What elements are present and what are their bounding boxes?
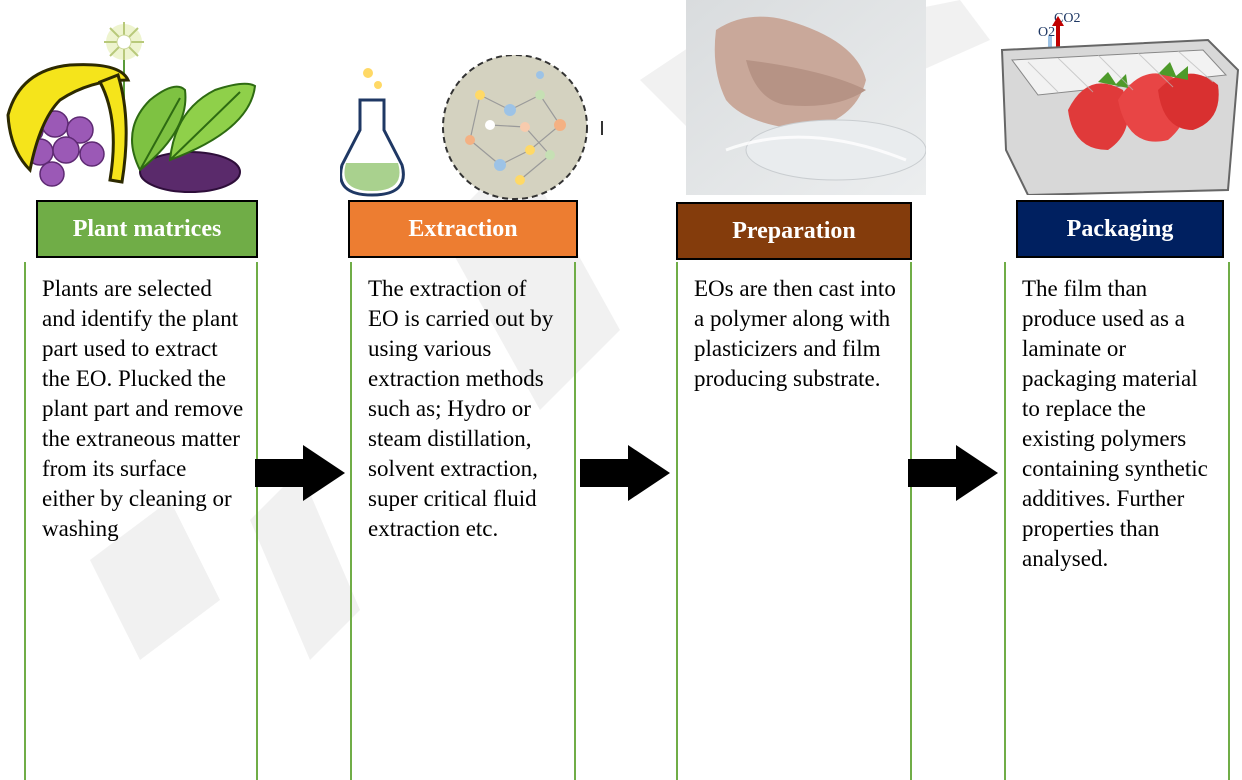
flask-icon [340,68,405,197]
step-text: The film than produce used as a laminate… [1022,276,1208,571]
step-text: The extraction of EO is carried out by u… [368,276,554,541]
step-description-extraction: The extraction of EO is carried out by u… [350,262,576,780]
step-header-plant-matrices: Plant matrices [36,200,258,258]
step-text: Plants are selected and identify the pla… [42,276,244,541]
step-title: Plant matrices [72,215,222,242]
molecule-dots [465,71,566,185]
plant-matrices-illustration [6,22,257,193]
step-title: Extraction [408,215,518,242]
step-description-plant-matrices: Plants are selected and identify the pla… [24,262,258,780]
flower-icon [104,22,144,110]
right-arrow-icon [255,445,345,501]
strawberry-icon [1068,62,1219,150]
leaf-icon [131,82,257,172]
right-arrow-icon [580,445,670,501]
right-arrow-icon [908,445,998,501]
step-title: Preparation [732,217,856,244]
o2-label: O2 [1038,25,1055,40]
step-header-preparation: Preparation [676,202,912,260]
step-header-packaging: Packaging [1016,200,1224,258]
step-header-extraction: Extraction [348,200,578,258]
banana-icon [6,63,131,184]
extraction-illustration [340,55,603,200]
step-description-packaging: The film than produce used as a laminate… [1004,262,1230,780]
film-photo [686,0,926,195]
packaging-illustration: O2 CO2 [1000,11,1240,195]
step-description-preparation: EOs are then cast into a polymer along w… [676,262,912,780]
step-title: Packaging [1066,215,1174,242]
step-text: EOs are then cast into a polymer along w… [694,276,896,391]
